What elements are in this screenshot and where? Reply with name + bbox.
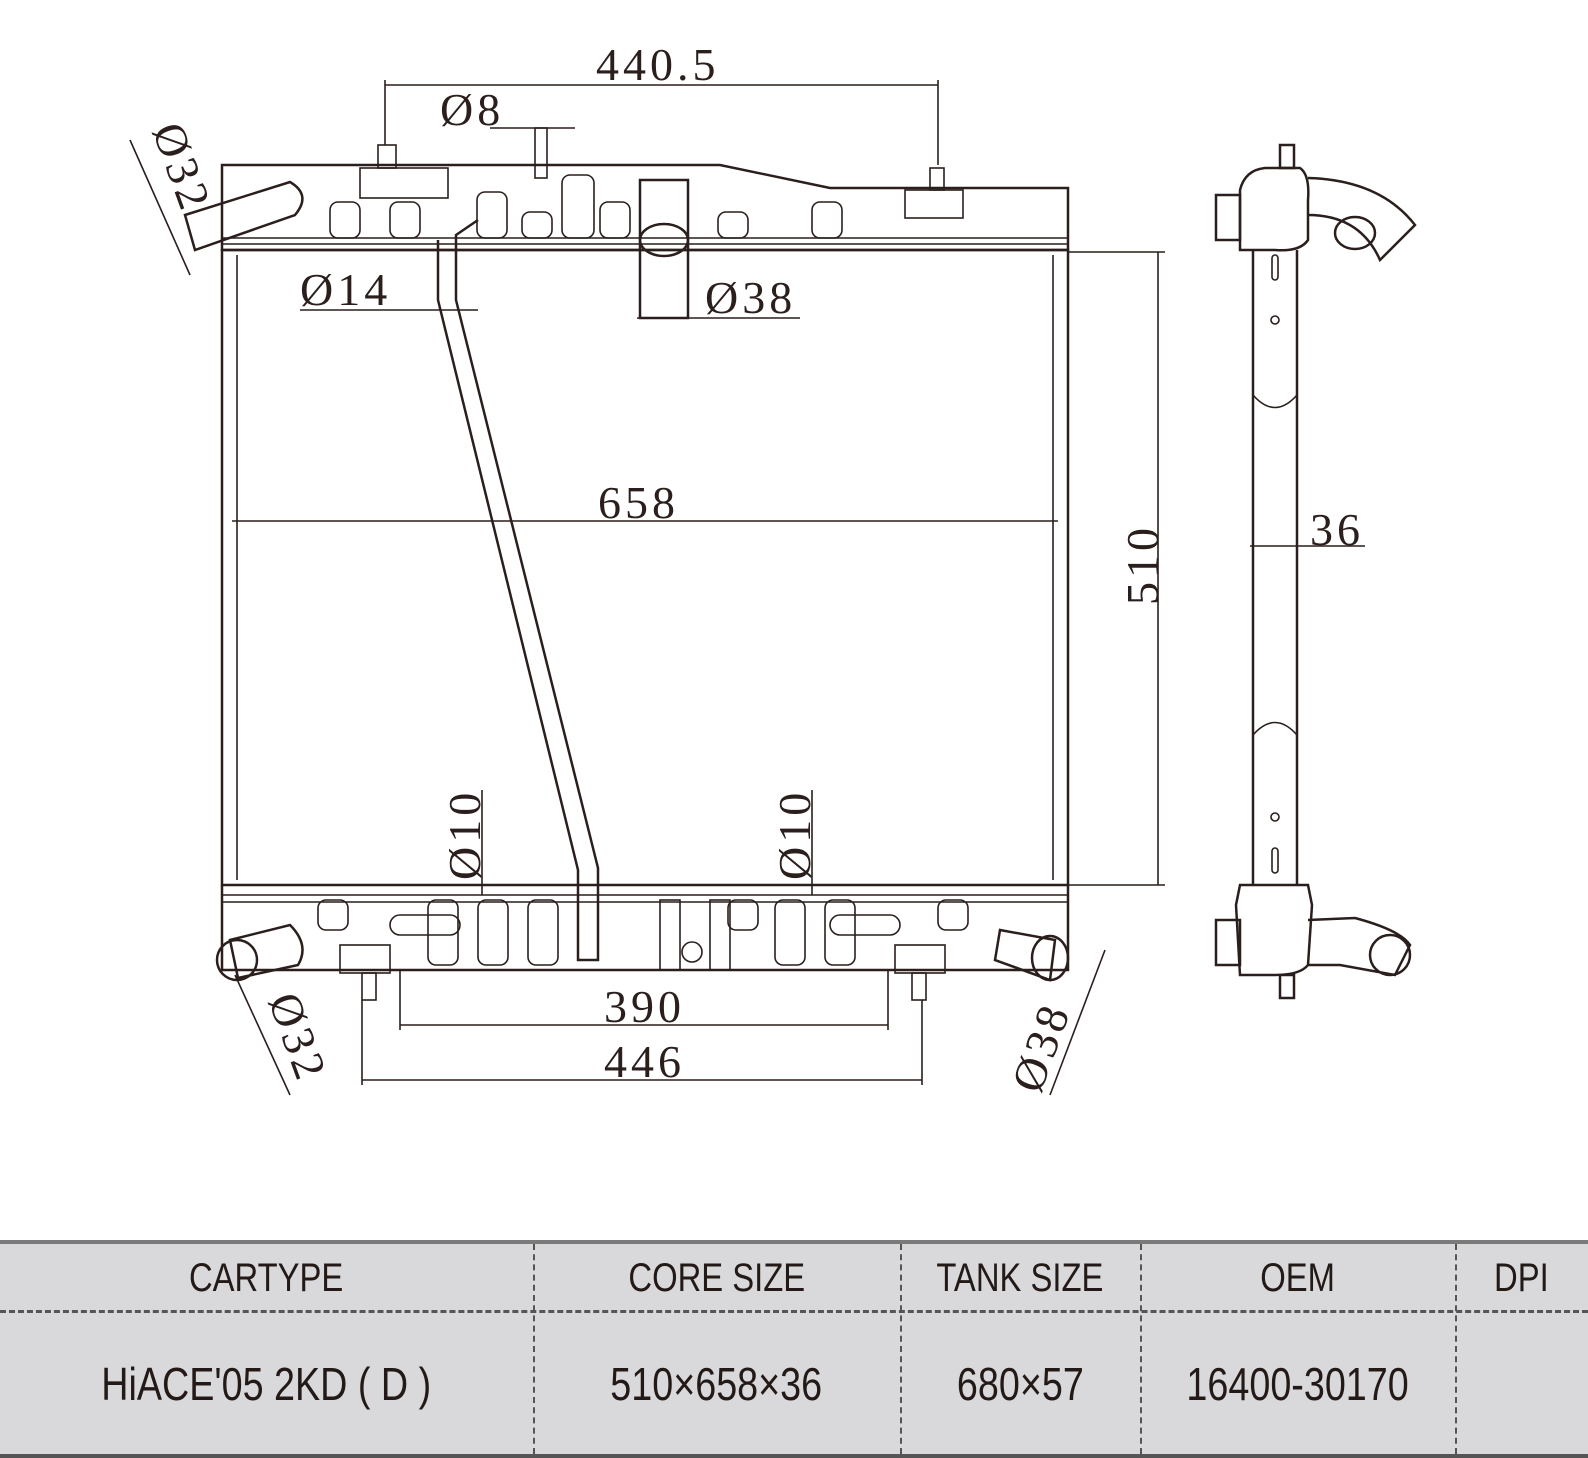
- cell-cartype: HiACE'05 2KD ( D ): [101, 1358, 432, 1410]
- dim-658: 658: [598, 477, 679, 528]
- radiator-technical-drawing: 440.5 Ø8 Ø14 Ø38 658 510 Ø10 Ø10 390 446…: [129, 39, 1417, 1098]
- row-divider: [0, 1310, 1588, 1313]
- cell-tank-size: 680×57: [956, 1358, 1084, 1410]
- header-core-size: CORE SIZE: [628, 1255, 805, 1300]
- cell-oem: 16400-30170: [1186, 1358, 1409, 1410]
- dim-d38-top: Ø38: [705, 272, 796, 323]
- dim-d32-top: Ø32: [143, 116, 222, 219]
- dim-d14: Ø14: [300, 264, 391, 315]
- dim-d8: Ø8: [440, 84, 504, 135]
- radiator-side-view: [1214, 143, 1417, 1000]
- dimension-lines: [129, 80, 1365, 1096]
- column-divider: [533, 1244, 535, 1454]
- column-divider: [1140, 1244, 1142, 1454]
- spec-table: CARTYPE CORE SIZE TANK SIZE OEM DPI HiAC…: [0, 1240, 1588, 1458]
- dim-390: 390: [604, 981, 685, 1032]
- column-divider: [1455, 1244, 1457, 1454]
- dim-d10-right: Ø10: [769, 789, 820, 880]
- column-divider: [900, 1244, 902, 1454]
- header-tank-size: TANK SIZE: [936, 1255, 1104, 1300]
- dim-d32-bottom: Ø32: [259, 986, 338, 1089]
- dim-446: 446: [604, 1036, 685, 1087]
- cell-dpi: [1455, 1314, 1588, 1454]
- dim-440-5: 440.5: [596, 39, 720, 90]
- header-oem: OEM: [1260, 1255, 1335, 1300]
- header-cartype: CARTYPE: [189, 1255, 344, 1300]
- dim-510: 510: [1117, 524, 1168, 605]
- cell-core-size: 510×658×36: [610, 1358, 823, 1410]
- dim-d10-left: Ø10: [439, 789, 490, 880]
- header-dpi: DPI: [1494, 1255, 1549, 1300]
- radiator-front-view: [183, 127, 1070, 1001]
- dim-36: 36: [1310, 504, 1364, 555]
